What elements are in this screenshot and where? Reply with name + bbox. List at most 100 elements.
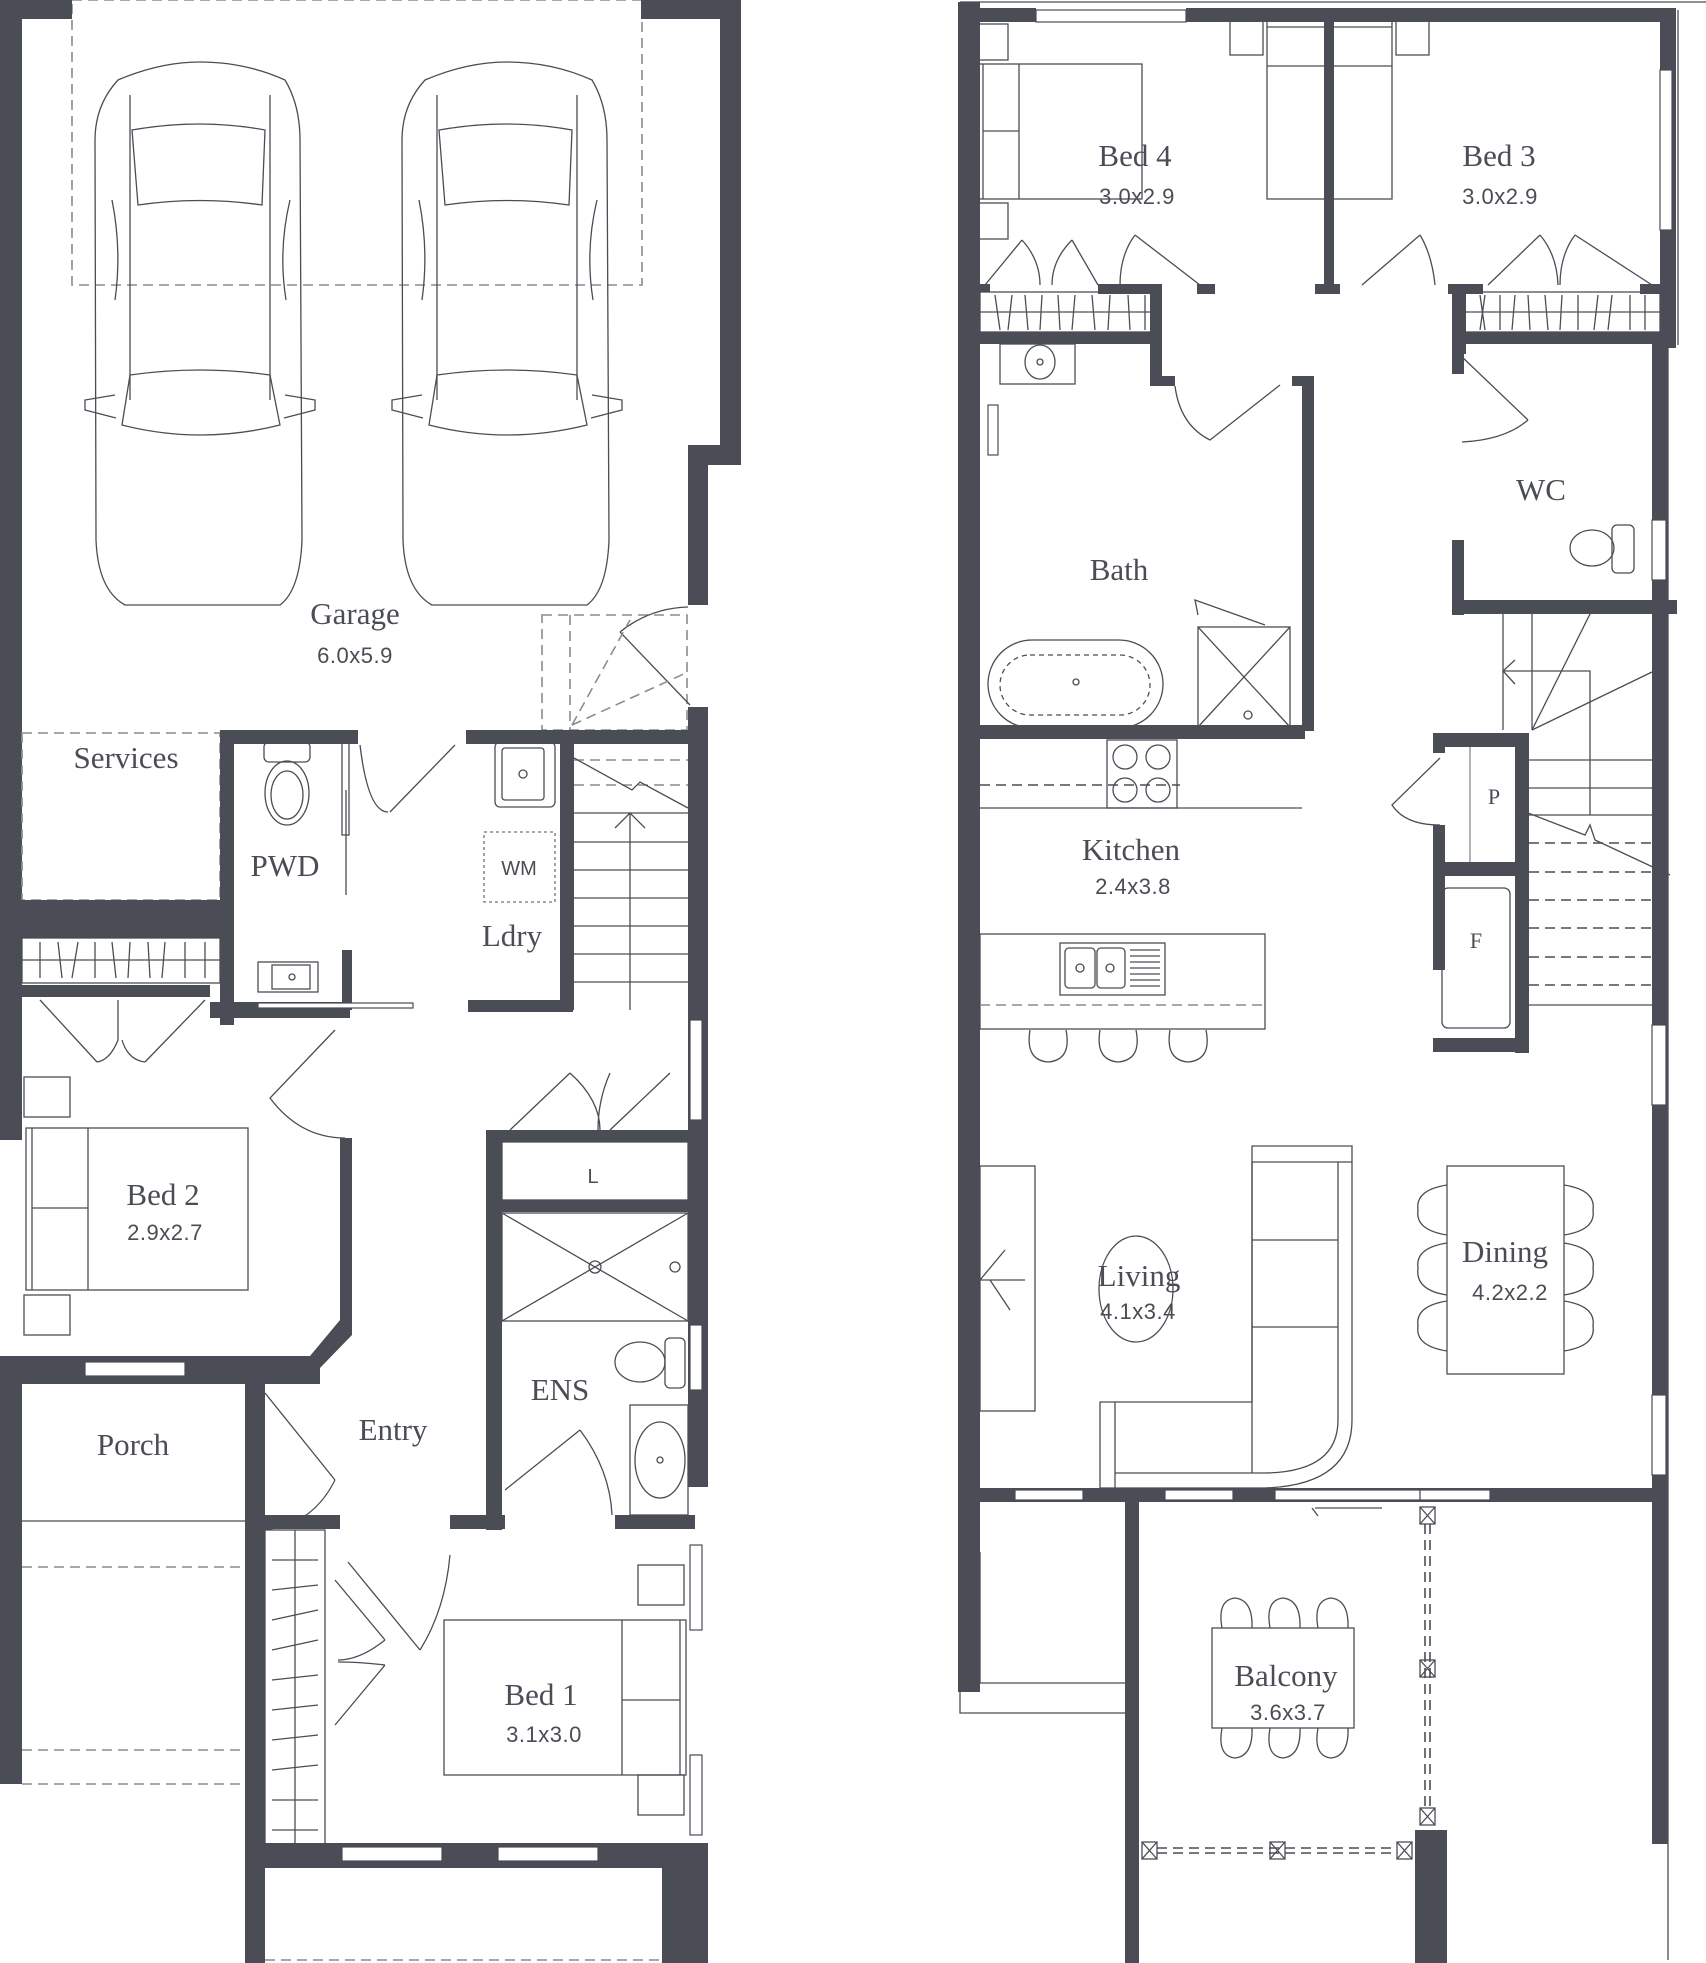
bedside-table: [637, 1774, 685, 1816]
sink-icon: [1059, 942, 1166, 996]
wall: [958, 1502, 980, 1552]
balcony-table: [1211, 1627, 1355, 1729]
dining-table: [1446, 1165, 1565, 1375]
room-name-wc: WC: [1516, 472, 1566, 507]
bedside-table: [974, 202, 1009, 240]
coffee-table: [1098, 1235, 1174, 1343]
window: [1651, 519, 1667, 581]
wall: [450, 1515, 505, 1529]
wc-door[interactable]: [1459, 354, 1529, 443]
room-dims-bed4: 3.0x2.9: [1099, 184, 1175, 209]
ens-door[interactable]: [504, 1429, 613, 1516]
wall: [1125, 1502, 1139, 1963]
wall: [342, 950, 352, 1010]
window: [84, 1361, 186, 1377]
bed1-door[interactable]: [347, 1554, 451, 1651]
room-dims-bed3: 3.0x2.9: [1462, 184, 1538, 209]
wall: [1640, 284, 1676, 294]
wall: [1433, 733, 1528, 747]
robe-doors[interactable]: [1487, 234, 1653, 286]
room-name-dining: Dining: [1462, 1234, 1548, 1269]
room-name-bed4: Bed 4: [1098, 138, 1172, 173]
window: [689, 1324, 703, 1391]
bed-icon: [25, 1127, 249, 1291]
kitchen-island: [979, 933, 1266, 1030]
room-name-bed1: Bed 1: [504, 1677, 577, 1712]
wall: [1197, 284, 1215, 294]
window: [689, 1019, 703, 1121]
car-left-icon: [84, 61, 316, 606]
wall: [1452, 600, 1677, 614]
wall: [1452, 540, 1464, 615]
chair-icon: [1417, 1184, 1594, 1352]
basin-icon: [629, 1404, 689, 1516]
garage-door-opening: [71, 0, 643, 286]
door[interactable]: [619, 631, 691, 706]
bed4-door[interactable]: [1119, 234, 1201, 286]
wall: [1452, 332, 1667, 344]
wall: [486, 1130, 502, 1530]
sliding-door[interactable]: [257, 1002, 414, 1009]
room-name-living: Living: [1098, 1258, 1181, 1293]
wall-angled: [310, 1320, 352, 1368]
sliding-door[interactable]: [1419, 1489, 1491, 1501]
linen-doors[interactable]: [509, 1072, 671, 1131]
wall: [662, 1843, 708, 1963]
wall: [340, 1138, 352, 1328]
bath-door[interactable]: [1174, 384, 1281, 441]
sliding-door[interactable]: [1274, 1489, 1421, 1501]
room-dims-bed2: 2.9x2.7: [127, 1220, 203, 1245]
window: [689, 1544, 703, 1631]
wall: [980, 284, 990, 292]
wall: [641, 0, 741, 19]
window: [341, 1846, 443, 1862]
staircase: [1502, 613, 1671, 1006]
room-dims-living: 4.1x3.4: [1100, 1299, 1176, 1324]
bed-icon: [974, 63, 1143, 200]
window: [1651, 1394, 1667, 1476]
room-name-bed2: Bed 2: [126, 1177, 199, 1212]
front-door[interactable]: [254, 1392, 336, 1531]
pantry-door[interactable]: [1391, 757, 1441, 826]
staircase: [573, 757, 689, 1010]
wall: [1324, 8, 1334, 288]
wall: [265, 1515, 340, 1529]
window: [1164, 1489, 1234, 1501]
upper-floor: Bed 4 3.0x2.9 Bed 3 3.0x2.9: [958, 1, 1706, 1963]
wardrobe: [1464, 291, 1661, 333]
arrow-left-icon: [1502, 659, 1516, 685]
wall: [0, 985, 210, 997]
wardrobe: [21, 937, 221, 984]
room-name-kitchen: Kitchen: [1082, 832, 1181, 867]
wall: [265, 1843, 708, 1868]
wall: [466, 730, 688, 744]
wall-left: [958, 2, 980, 1692]
stool-icon: [1028, 1029, 1208, 1063]
bathtub-icon: [987, 639, 1164, 729]
toilet-icon: [263, 741, 311, 826]
robe-doors[interactable]: [984, 239, 1099, 286]
bedside-table: [1395, 18, 1430, 56]
wall: [980, 332, 1156, 344]
bed-icon: [443, 1619, 687, 1776]
bedside-table: [1229, 18, 1264, 56]
wall: [1433, 1038, 1523, 1052]
window: [497, 1846, 599, 1862]
wall-corner: [1415, 1830, 1447, 1963]
window: [1659, 69, 1673, 231]
pwd-door[interactable]: [359, 744, 389, 813]
basin-icon: [257, 961, 319, 993]
bedside-table: [637, 1564, 685, 1606]
window: [1014, 1489, 1084, 1501]
wall: [615, 1515, 695, 1529]
wall: [1433, 825, 1445, 970]
wall: [1315, 284, 1340, 294]
washing-machine-label: WM: [501, 858, 537, 880]
robe-doors[interactable]: [334, 1579, 386, 1726]
wall: [1452, 344, 1464, 374]
wall: [1433, 862, 1523, 876]
bed3-door[interactable]: [1361, 234, 1436, 286]
wall: [486, 1130, 688, 1142]
room-name-bed3: Bed 3: [1462, 138, 1535, 173]
room-dims-bed1: 3.1x3.0: [506, 1722, 582, 1747]
